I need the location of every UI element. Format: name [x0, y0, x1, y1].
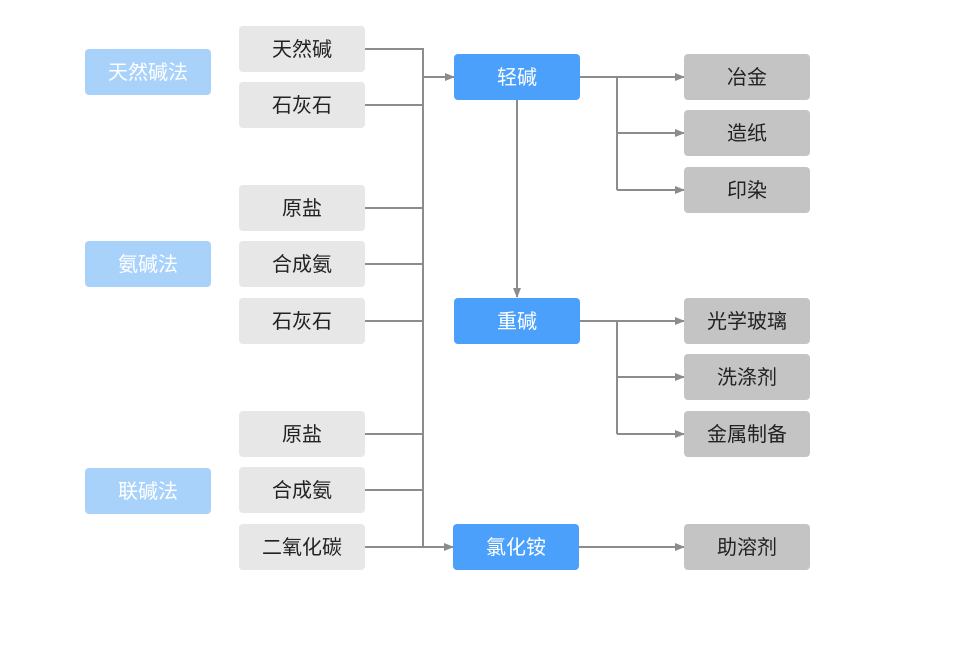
use-node: 光学玻璃 [684, 298, 810, 344]
product-light-soda: 轻碱 [454, 54, 580, 100]
material-node: 原盐 [239, 185, 365, 231]
product-heavy-soda: 重碱 [454, 298, 580, 344]
use-node: 造纸 [684, 110, 810, 156]
method-ammonia-soda: 氨碱法 [85, 241, 211, 287]
method-combined-soda: 联碱法 [85, 468, 211, 514]
material-node: 石灰石 [239, 298, 365, 344]
use-node: 助溶剂 [684, 524, 810, 570]
material-node: 二氧化碳 [239, 524, 365, 570]
material-node: 天然碱 [239, 26, 365, 72]
material-node: 石灰石 [239, 82, 365, 128]
material-node: 原盐 [239, 411, 365, 457]
use-node: 洗涤剂 [684, 354, 810, 400]
use-node: 金属制备 [684, 411, 810, 457]
use-node: 冶金 [684, 54, 810, 100]
product-ammonium-chloride: 氯化铵 [453, 524, 579, 570]
material-node: 合成氨 [239, 241, 365, 287]
method-natural-soda: 天然碱法 [85, 49, 211, 95]
material-node: 合成氨 [239, 467, 365, 513]
use-node: 印染 [684, 167, 810, 213]
